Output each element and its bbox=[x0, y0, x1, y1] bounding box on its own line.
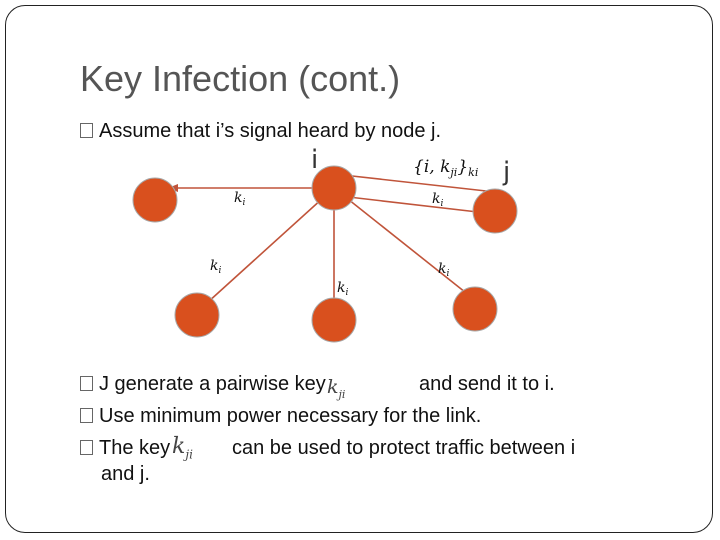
bullet-1-text: Assume that i’s signal heard by node j. bbox=[99, 120, 442, 142]
bullet-4-text-b: can be used to protect traffic between i bbox=[232, 437, 576, 459]
bullet-2: J generate a pairwise key bbox=[80, 373, 326, 396]
slide-title: Key Infection (cont.) bbox=[80, 58, 401, 99]
bullet-1: Assume that i’s signal heard by node j. bbox=[80, 120, 441, 143]
bullet-checkbox-icon bbox=[80, 408, 93, 423]
bullet-checkbox-icon bbox=[80, 123, 93, 138]
bullet-3: Use minimum power necessary for the link… bbox=[80, 405, 481, 428]
bullet-3-text: Use minimum power necessary for the link… bbox=[99, 405, 482, 427]
bullet-2-text-b: and send it to i. bbox=[419, 373, 555, 395]
pairwise-key-math: kji bbox=[327, 376, 346, 401]
bullet-2-text-a: J generate a pairwise key bbox=[99, 373, 326, 395]
bullet-4: The key bbox=[80, 437, 170, 460]
bullet-4-text-c: and j. bbox=[101, 463, 150, 485]
bullet-checkbox-icon bbox=[80, 440, 93, 455]
bullet-checkbox-icon bbox=[80, 376, 93, 391]
bullet-4-text-a: The key bbox=[99, 437, 171, 459]
the-key-math: kji bbox=[172, 434, 193, 462]
